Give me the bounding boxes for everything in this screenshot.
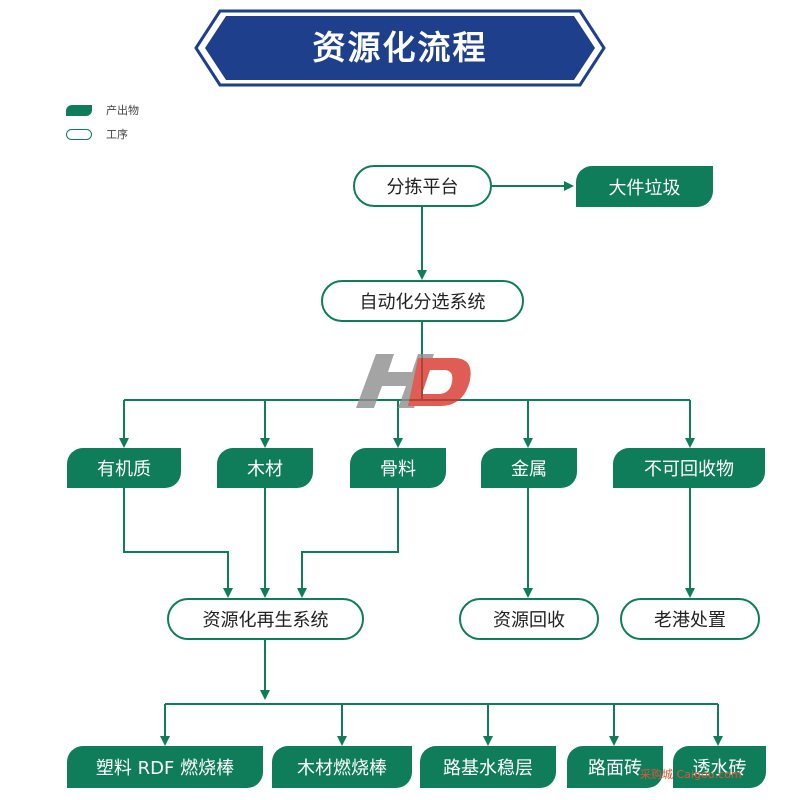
legend-product-label: 产出物 xyxy=(106,104,139,117)
legend-process-swatch xyxy=(66,128,92,140)
legend-item-process: 工序 xyxy=(66,122,139,146)
node-bulky-waste: 大件垃圾 xyxy=(576,166,713,207)
node-wood-fuel-rod: 木材燃烧棒 xyxy=(272,746,412,788)
node-pavement-brick: 路面砖 xyxy=(567,746,663,788)
node-wood: 木材 xyxy=(217,448,313,488)
page-title: 资源化流程 xyxy=(312,28,488,67)
title-banner: 资源化流程 xyxy=(0,0,800,100)
hd-watermark-logo xyxy=(346,350,476,410)
node-metal: 金属 xyxy=(481,448,577,488)
legend-process-label: 工序 xyxy=(106,128,128,141)
node-plastic-rdf-rod: 塑料 RDF 燃烧棒 xyxy=(67,746,263,788)
title-banner-shape xyxy=(194,9,606,87)
node-aggregate: 骨料 xyxy=(350,448,446,488)
edge-aggregate-to-recycling xyxy=(297,488,399,598)
node-laogang-disposal: 老港处置 xyxy=(620,598,760,640)
node-auto-sorting-system: 自动化分选系统 xyxy=(321,280,524,322)
node-non-recyclable: 不可回收物 xyxy=(613,448,765,488)
node-sorting-platform: 分拣平台 xyxy=(353,165,492,207)
legend-item-product: 产出物 xyxy=(66,98,139,122)
node-permeable-brick: 透水砖 xyxy=(673,746,766,788)
node-recycling-system: 资源化再生系统 xyxy=(167,598,364,640)
legend-product-swatch xyxy=(66,104,92,116)
node-organic: 有机质 xyxy=(67,448,181,488)
site-watermark: 采购城 Caigou.com xyxy=(640,768,742,781)
edge-organic-to-recycling xyxy=(123,488,233,598)
node-roadbed-layer: 路基水稳层 xyxy=(420,746,556,788)
legend: 产出物 工序 xyxy=(66,98,139,146)
hd-logo-icon xyxy=(356,354,471,408)
node-resource-recovery: 资源回收 xyxy=(459,598,599,640)
